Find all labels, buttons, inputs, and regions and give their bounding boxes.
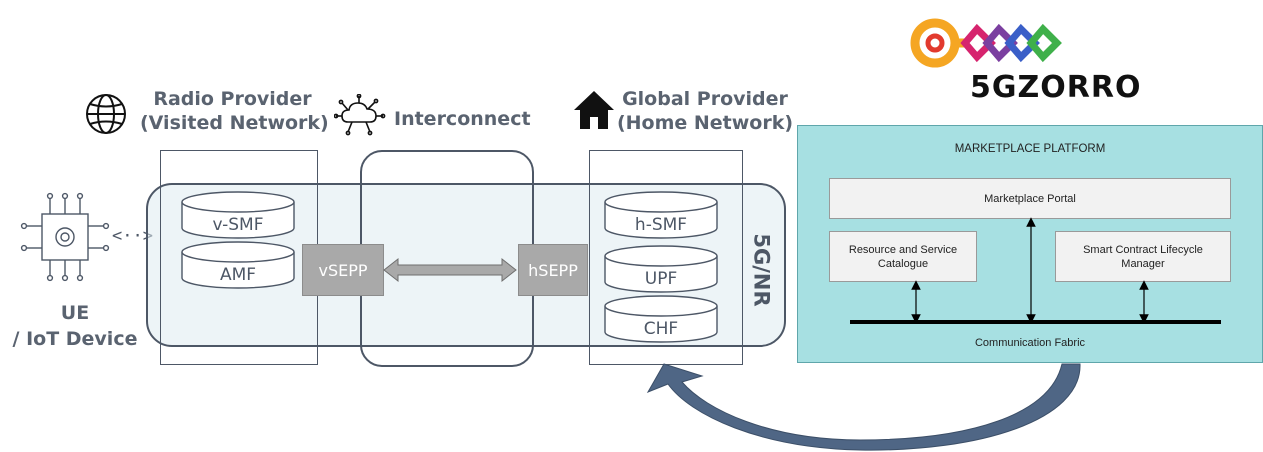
nf-upf: UPF: [644, 269, 678, 289]
marketplace-title: MARKETPLACE PLATFORM: [954, 143, 1106, 155]
nf-v-smf: v-SMF: [212, 215, 264, 235]
interconnect-label: Interconnect: [394, 108, 531, 130]
ue-link-icon: <··>: [112, 226, 153, 246]
marketplace-portal-box: Marketplace Portal: [829, 178, 1231, 219]
nf-h-smf: h-SMF: [634, 215, 688, 235]
marketplace-connectors: [850, 217, 1221, 324]
network-function-cylinder: [181, 191, 295, 239]
home-icon: [574, 91, 614, 129]
nf-amf: AMF: [219, 265, 257, 285]
cloud-network-icon: [334, 94, 386, 136]
ue-label: UE / IoT Device: [12, 302, 138, 350]
nf-chf: CHF: [643, 319, 679, 339]
network-function-cylinder: [604, 295, 718, 343]
global-provider-label: Global Provider (Home Network): [616, 88, 794, 134]
network-function-cylinder: [604, 245, 718, 293]
smart-contract-box: Smart Contract Lifecycle Manager: [1055, 231, 1231, 282]
logo-text: 5GZORRO: [970, 70, 1142, 105]
sepp-link-arrow: [383, 257, 517, 283]
catalogue-box: Resource and Service Catalogue: [829, 231, 977, 282]
network-function-cylinder: [181, 241, 295, 289]
logo-key-icon: [910, 18, 1062, 68]
radio-provider-label: Radio Provider (Visited Network): [140, 88, 329, 134]
hsepp-box: hSEPP: [518, 244, 588, 296]
communication-fabric-label: Communication Fabric: [974, 337, 1086, 349]
vsepp-box: vSEPP: [302, 244, 384, 296]
globe-icon: [86, 94, 126, 134]
network-function-cylinder: [604, 191, 718, 239]
chip-icon: [20, 192, 110, 282]
